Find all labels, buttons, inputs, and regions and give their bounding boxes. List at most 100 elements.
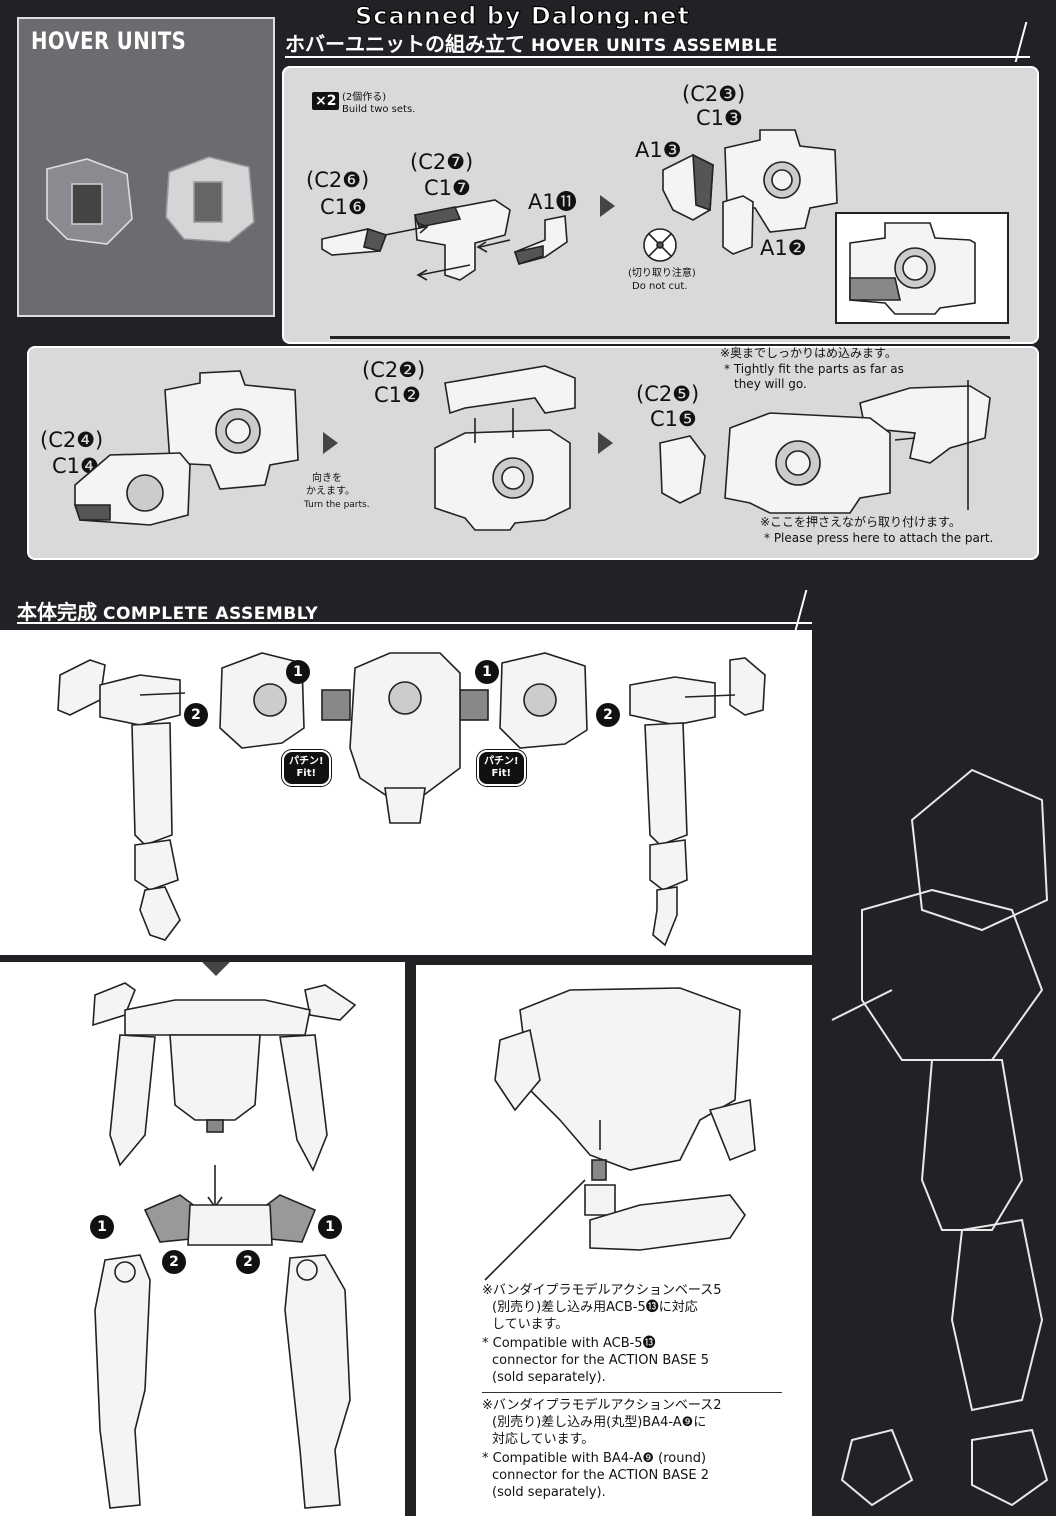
hover-part-c12-assembly [434, 365, 576, 531]
hover-part-c14-assembly [73, 370, 299, 526]
note-line: (sold separately). [492, 1485, 606, 1500]
step-arrow-icon [600, 195, 615, 217]
action-base-panel-border-left [414, 962, 416, 1516]
part-label: C1❷ [374, 383, 421, 407]
step-number-badge: 2 [236, 1250, 260, 1274]
heading-rule [285, 56, 1030, 58]
hover-part-c15-assembly [659, 385, 991, 514]
step-number-badge: 1 [475, 660, 499, 684]
qty-badge: ×2 [312, 92, 340, 110]
note-line: connector for the ACTION BASE 2 [492, 1468, 710, 1483]
complete-assembly-heading: 本体完成 COMPLETE ASSEMBLY [17, 596, 318, 625]
step-number-badge: 2 [596, 703, 620, 727]
step-arrow-icon [598, 432, 613, 454]
hover-part-c16 [321, 227, 388, 256]
left-arm-assembly [57, 659, 186, 941]
part-label: (C2❹) [40, 428, 104, 452]
part-label: C1❼ [424, 176, 471, 200]
part-label: C1❸ [696, 106, 743, 130]
step-down-arrow-icon [202, 962, 230, 976]
tight-fit-en-1: * Tightly fit the parts as far as [724, 362, 904, 376]
note-line: ※バンダイプラモデルアクションベース2 [482, 1398, 722, 1413]
part-label: A1❷ [760, 236, 807, 260]
step-number-badge: 1 [90, 1215, 114, 1239]
hover-unit-preview-right [165, 156, 255, 243]
panel-separator [330, 336, 1010, 339]
left-hover-unit [219, 652, 305, 749]
part-label: (C2❸) [682, 82, 746, 106]
fit-badge-en: Fit! [491, 768, 512, 779]
fit-badge-right: パチン! Fit! [477, 750, 526, 786]
tight-fit-en-2: they will go. [734, 377, 807, 391]
step-number-badge: 2 [184, 703, 208, 727]
note-line: しています。 [492, 1317, 569, 1332]
heading-rule-tick [794, 590, 808, 630]
note-line: (sold separately). [492, 1370, 606, 1385]
part-label: C1❺ [650, 407, 697, 431]
figure-on-action-base [494, 987, 756, 1251]
right-leg [284, 1254, 351, 1509]
part-label: A1⓫ [528, 190, 577, 214]
hip-unit [143, 1194, 317, 1246]
turn-en: Turn the parts. [304, 500, 370, 510]
fit-badge-en: Fit! [296, 768, 317, 779]
fit-badge-jp: パチン! [289, 756, 324, 767]
upper-body-assembled [92, 982, 357, 1172]
hover-part-a13 [662, 153, 714, 221]
hover-units-heading-jp: ホバーユニットの組み立て [285, 32, 525, 56]
note-leader-line [484, 1179, 586, 1281]
do-not-cut-jp: (切り取り注意) [628, 268, 696, 279]
action-base-panel-border-top [414, 962, 812, 965]
note-line: 対応しています。 [492, 1432, 595, 1447]
step1-arrows [384, 222, 511, 281]
qty-en: Build two sets. [342, 104, 416, 115]
fit-badge-left: パチン! Fit! [282, 750, 331, 786]
robot-silhouette-art [831, 768, 1049, 1507]
action-base-notes: ※バンダイプラモデルアクションベース5 (別売り)差し込み用ACB-5⓭に対応 … [482, 1282, 782, 1501]
torso-assembly [321, 652, 489, 824]
right-hover-unit [499, 652, 588, 749]
part-label: (C2❼) [410, 150, 474, 174]
fit-badge-jp: パチン! [484, 756, 519, 767]
part-label: (C2❺) [636, 382, 700, 406]
note-divider [482, 1392, 782, 1393]
step-number-badge: 1 [286, 660, 310, 684]
step-arrow-icon [323, 432, 338, 454]
qty-note: ×2 [312, 90, 340, 110]
turn-jp-2: かえます。 [306, 486, 355, 497]
step-number-badge: 2 [162, 1250, 186, 1274]
note-line: ※バンダイプラモデルアクションベース5 [482, 1283, 722, 1298]
part-label: C1❻ [320, 195, 367, 219]
note-line: * Compatible with ACB-5⓭ [482, 1336, 656, 1351]
complete-heading-en: COMPLETE ASSEMBLY [103, 604, 319, 624]
hover-part-c17 [413, 199, 511, 281]
press-here-en: * Please press here to attach the part. [764, 531, 994, 545]
thumbnail-title: HOVER UNITS [31, 27, 187, 55]
do-not-cut-en: Do not cut. [632, 281, 688, 292]
part-label: (C2❻) [306, 168, 370, 192]
right-arm-assembly [629, 657, 766, 947]
hover-units-heading-en: HOVER UNITS ASSEMBLE [531, 36, 778, 56]
press-here-jp: ※ここを押さえながら取り付けます。 [760, 515, 961, 529]
tight-fit-jp: ※奥までしっかりはめ込みます。 [720, 346, 897, 360]
hover-units-heading: ホバーユニットの組み立て HOVER UNITS ASSEMBLE [285, 28, 778, 57]
step-number-badge: 1 [318, 1215, 342, 1239]
press-here-leader [967, 380, 969, 510]
note-line: (別売り)差し込み用(丸型)BA4-A❾に [492, 1415, 707, 1430]
do-not-cut-icon [643, 228, 677, 262]
complete-heading-jp: 本体完成 [17, 600, 97, 624]
hover-unit-preview-left [46, 158, 133, 245]
note-line: (別売り)差し込み用ACB-5⓭に対応 [492, 1300, 698, 1315]
left-leg [94, 1254, 151, 1509]
hover-part-a12 [722, 195, 754, 255]
qty-jp: (2個作る) [342, 92, 387, 103]
detail-inset-part [849, 222, 976, 315]
heading-rule [17, 622, 812, 624]
part-label: (C2❷) [362, 358, 426, 382]
part-label: A1❸ [635, 138, 682, 162]
note-line: connector for the ACTION BASE 5 [492, 1353, 710, 1368]
hover-units-thumbnail: HOVER UNITS [17, 17, 275, 317]
note-line: * Compatible with BA4-A❾ (round) [482, 1451, 707, 1466]
hover-part-a111 [513, 215, 568, 266]
turn-jp-1: 向きを [312, 473, 342, 484]
